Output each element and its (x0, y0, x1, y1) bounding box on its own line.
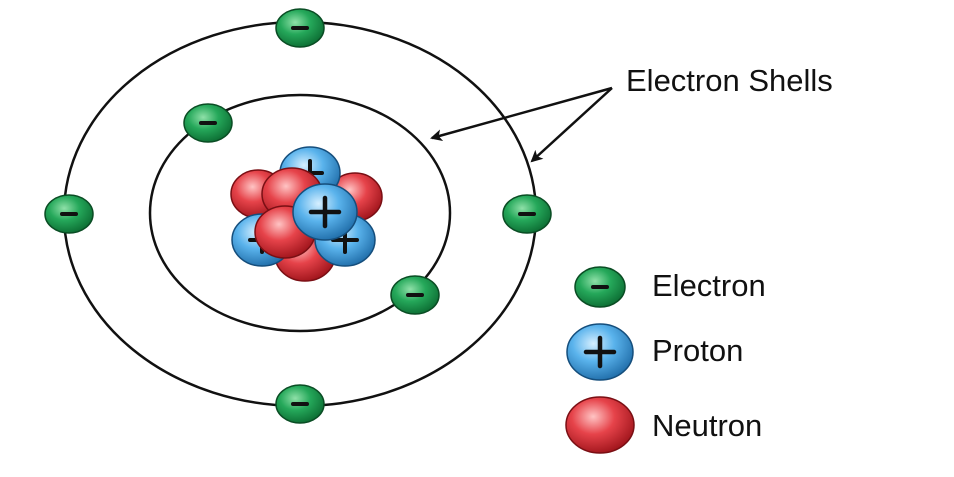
legend-proton-label: Proton (652, 333, 744, 368)
legend-proton-icon (566, 323, 634, 381)
legend-neutron-icon (565, 396, 635, 454)
plus-icon (308, 195, 342, 229)
legend-neutron-label: Neutron (652, 408, 763, 443)
legend-electron-label: Electron (652, 268, 766, 303)
arrow-to-inner-shell (430, 86, 613, 142)
inner-shell (148, 93, 452, 333)
proton-particle (292, 183, 358, 241)
electron-particle (275, 384, 325, 424)
electron-particle (275, 8, 325, 48)
nucleus (230, 146, 383, 282)
legend-electron-icon (574, 266, 626, 308)
electron-particle (390, 275, 440, 315)
electron-particle (502, 194, 552, 234)
electron-particle (183, 103, 233, 143)
electron-shells-label: Electron Shells (626, 63, 833, 98)
arrow-to-outer-shell (530, 87, 613, 163)
electron-particle (44, 194, 94, 234)
